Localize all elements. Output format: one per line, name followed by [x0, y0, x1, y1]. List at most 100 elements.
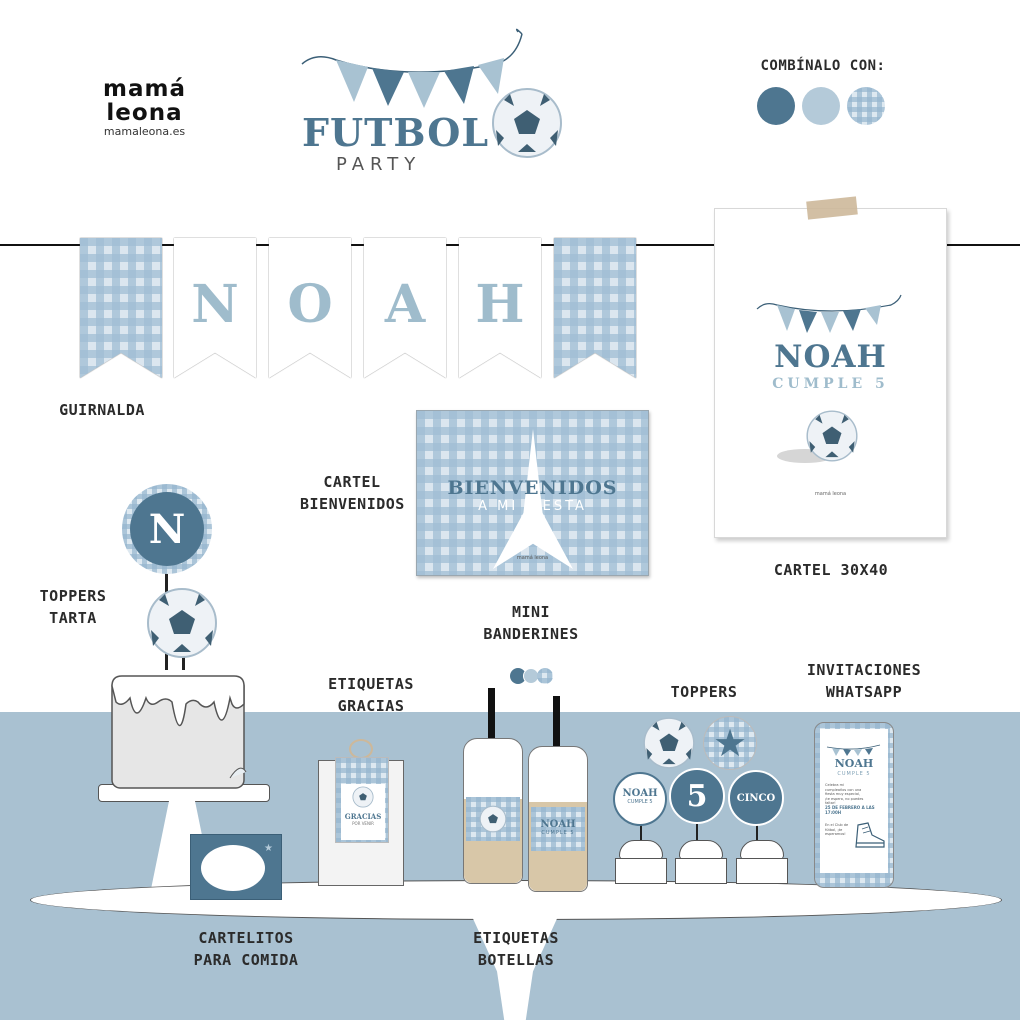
garland-flag-a: A	[364, 238, 446, 378]
cake-topper-football-icon	[147, 588, 217, 658]
poster-bunting-icon	[756, 294, 902, 333]
invitation-card: NOAH CUMPLE 5 Celebra mi cumpleaños con …	[820, 729, 888, 873]
cake-topper-letter: N	[122, 484, 212, 574]
cake-toppers-label-line1: TOPPERS	[39, 587, 107, 605]
cake-topper-letter-text: N	[148, 505, 186, 553]
garland-flag-gingham-left	[80, 238, 162, 378]
welcome-title: BIENVENIDOS	[447, 477, 618, 499]
topper-stick	[756, 812, 758, 852]
brand-name-line1: mamá	[103, 76, 186, 102]
topper-five: 5	[669, 768, 725, 824]
welcome-label-line2: BIENVENIDOS	[300, 494, 405, 513]
mini-flags-label-line2: BANDERINES	[483, 624, 579, 643]
poster-name: NOAH	[774, 339, 887, 375]
garland-flag-n: N	[174, 238, 256, 378]
food-cards-label: CARTELITOS PARA COMIDA	[186, 928, 306, 972]
color-swatch-dark	[757, 87, 795, 125]
cupcake	[615, 840, 667, 884]
brand-logo: mamá leona mamaleona.es	[97, 76, 192, 139]
poster-line2: CUMPLE 5	[772, 376, 889, 392]
brand-url: mamaleona.es	[103, 125, 186, 139]
thanks-football-icon	[352, 786, 374, 808]
bottle-straw	[488, 688, 495, 748]
thanks-label-line2: GRACIAS	[337, 696, 405, 715]
bunting-icon	[301, 28, 523, 108]
welcome-poster: BIENVENIDOS A MI FIESTA mamá leona	[416, 410, 649, 576]
topper-noah: NOAH CUMPLE 5	[613, 772, 667, 826]
sneaker-icon	[855, 822, 885, 848]
color-swatch-gingham	[847, 87, 885, 125]
garland-letter: H	[475, 274, 525, 335]
thanks-label: ETIQUETAS GRACIAS	[318, 674, 424, 718]
cake-toppers-label-line2: TARTA	[49, 608, 97, 627]
logo-title: FUTBOL	[302, 110, 490, 155]
garland-label: GUIRNALDA	[59, 401, 145, 419]
topper-cinco: CINCO	[728, 770, 784, 826]
topper-five-text: 5	[686, 778, 708, 814]
topper-football-icon	[643, 717, 695, 769]
cake-toppers-label: TOPPERS TARTA	[30, 586, 116, 630]
bottle-label-right: NOAH CUMPLE 5	[531, 807, 585, 851]
thanks-subtitle: POR VENIR	[352, 821, 374, 826]
garland-letter: N	[191, 274, 239, 335]
star-icon: ★	[712, 721, 748, 765]
combine-label: COMBÍNALO CON:	[760, 58, 886, 74]
topper-stick	[640, 810, 642, 850]
invitation-date: 25 DE FEBRERO A LAS 17:00H	[825, 805, 875, 816]
topper-star: ★	[703, 716, 757, 770]
thanks-bow-icon	[349, 739, 373, 759]
mini-swatch-dark	[510, 668, 526, 684]
invitation-label: INVITACIONES WHATSAPP	[804, 660, 924, 704]
bottles-label: ETIQUETAS BOTELLAS	[473, 929, 559, 969]
food-cards-label-line1: CARTELITOS	[198, 929, 294, 947]
bottle-right: NOAH CUMPLE 5	[528, 746, 588, 892]
cupcake	[675, 840, 727, 884]
invitation-place: En el Club de fútbol, ¡te esperamos!	[825, 823, 849, 837]
invitation-text: Celebra mi cumpleaños con una fiesta muy…	[825, 783, 864, 806]
welcome-subtitle: A MI FIESTA	[478, 499, 587, 514]
poster-brand: mamá leona	[814, 491, 847, 497]
cupcake	[736, 840, 788, 884]
invitation-sub: CUMPLE 5	[837, 771, 871, 777]
bottle-left	[463, 738, 523, 884]
invitation-phone: NOAH CUMPLE 5 Celebra mi cumpleaños con …	[814, 722, 894, 888]
football-icon	[492, 88, 562, 158]
poster-label: CARTEL 30X40	[773, 561, 889, 579]
garland-letter: A	[384, 274, 426, 335]
bottle-straw	[553, 696, 560, 754]
food-card-star-icon: ★	[264, 843, 273, 854]
color-swatch-light	[802, 87, 840, 125]
brand-name-line2: leona	[106, 100, 183, 126]
topper-noah-sub: CUMPLE 5	[627, 799, 653, 805]
garland-letter: O	[287, 274, 333, 335]
welcome-label: CARTEL BIENVENIDOS	[300, 472, 404, 516]
mini-swatch-gingham	[537, 668, 553, 684]
food-cards-label-line2: PARA COMIDA	[193, 950, 299, 969]
toppers-label: TOPPERS	[670, 683, 738, 701]
garland-flag-o: O	[269, 238, 351, 378]
welcome-brand: mamá leona	[516, 555, 549, 561]
garland-flag-h: H	[459, 238, 541, 378]
food-card-blank	[201, 845, 265, 891]
logo-subtitle: PARTY	[336, 154, 422, 175]
thanks-tag-inner: GRACIAS POR VENIR	[341, 784, 385, 840]
food-card: ★	[190, 834, 282, 900]
thanks-bag: GRACIAS POR VENIR	[318, 739, 404, 886]
poster-30x40: NOAH CUMPLE 5 mamá leona	[714, 196, 947, 538]
bottle-sub: CUMPLE 5	[541, 830, 575, 836]
thanks-tag: GRACIAS POR VENIR	[335, 757, 389, 843]
bottle-name: NOAH	[540, 819, 576, 830]
invitation-name: NOAH	[834, 757, 874, 770]
thanks-label-line1: ETIQUETAS	[328, 675, 414, 693]
topper-cinco-text: CINCO	[736, 792, 776, 804]
mini-flags-label: MINI BANDERINES	[476, 602, 586, 646]
invitation-label-line1: INVITACIONES	[806, 661, 922, 679]
welcome-label-line1: CARTEL	[323, 473, 381, 491]
mini-flags-label-line1: MINI	[511, 603, 551, 621]
bottle-football-icon	[479, 805, 507, 833]
topper-noah-name: NOAH	[622, 788, 658, 799]
cake-icon	[111, 675, 247, 789]
thanks-title: GRACIAS	[344, 812, 382, 821]
invitation-label-line2: WHATSAPP	[825, 682, 903, 701]
poster-football-icon	[806, 410, 858, 462]
